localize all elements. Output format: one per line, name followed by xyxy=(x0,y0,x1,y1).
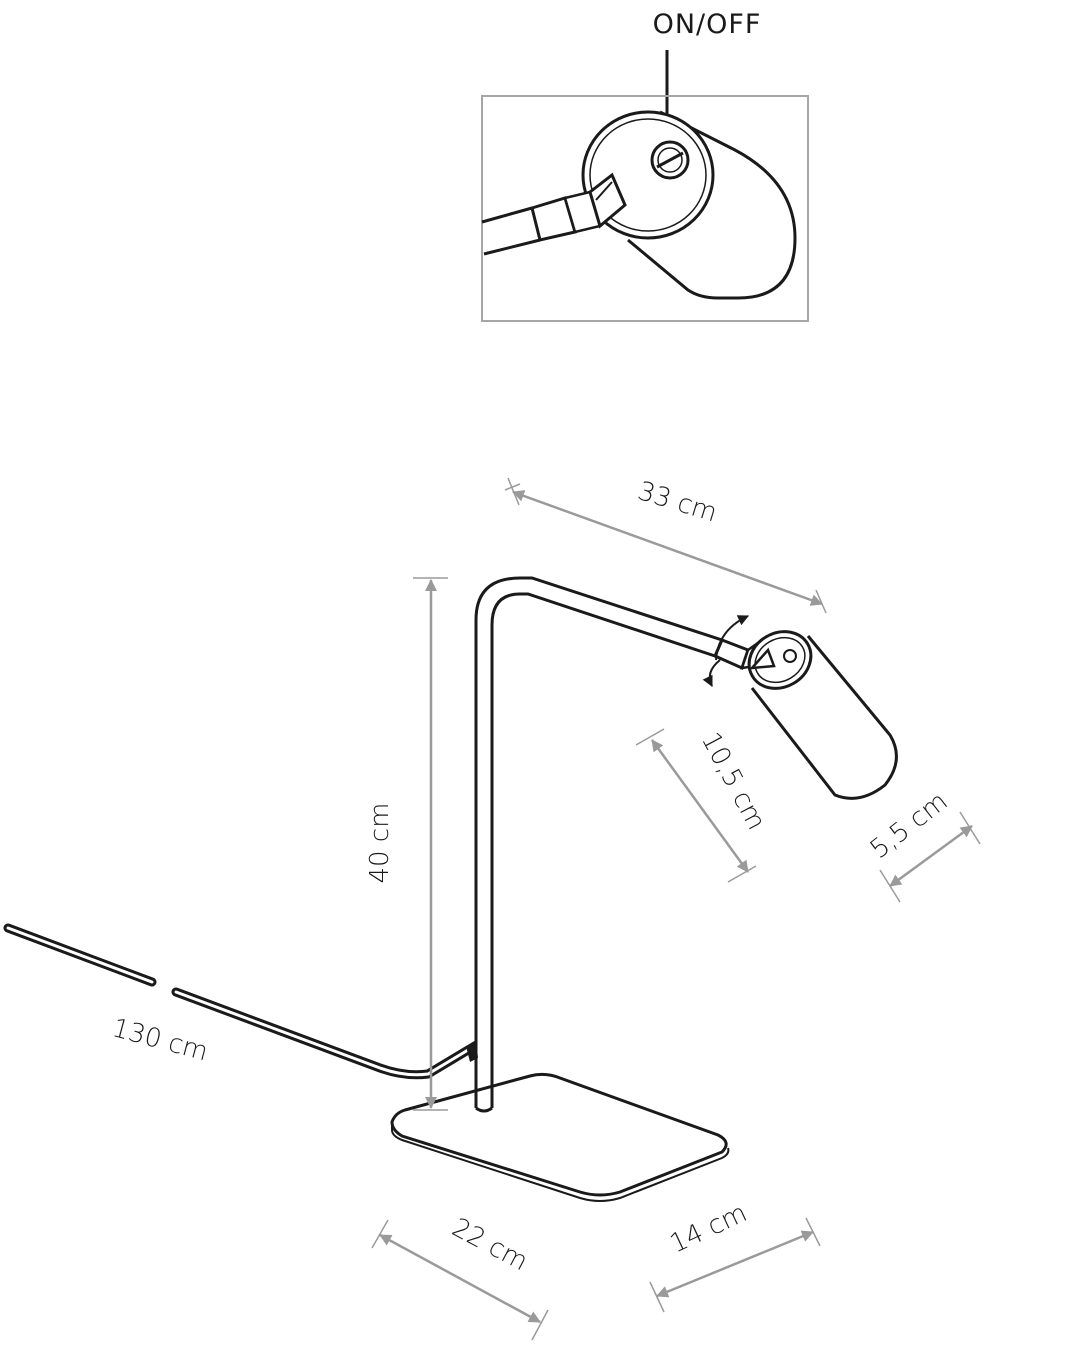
dim-arm-length xyxy=(504,477,827,614)
dim-shade-diameter xyxy=(879,811,981,903)
dim-shade-length xyxy=(635,728,757,883)
label-shade-length: 10,5 cm xyxy=(695,728,771,835)
lamp-drawing xyxy=(3,576,898,1202)
on-off-label: ON/OFF xyxy=(653,9,762,40)
detail-lamp-head xyxy=(627,110,797,300)
switch-detail: ON/OFF xyxy=(481,9,809,322)
label-height: 40 cm xyxy=(365,803,395,884)
dim-height xyxy=(413,577,448,1111)
lamp-shade xyxy=(747,630,898,800)
lamp-base xyxy=(390,1072,730,1202)
label-base-width: 14 cm xyxy=(666,1198,752,1259)
detail-switch-knob xyxy=(650,140,690,180)
detail-arm xyxy=(481,172,627,256)
dim-base-width xyxy=(649,1217,821,1313)
label-arm-length: 33 cm xyxy=(634,476,720,528)
dim-base-length xyxy=(371,1219,549,1341)
power-cable xyxy=(3,923,478,1080)
label-shade-diameter: 5,5 cm xyxy=(865,786,954,865)
detail-frame xyxy=(481,95,809,322)
lamp-stem xyxy=(474,576,723,1113)
dimension-lines xyxy=(371,477,981,1341)
label-cable-length: 130 cm xyxy=(109,1013,211,1067)
label-base-length: 22 cm xyxy=(447,1213,533,1278)
rotation-arrows xyxy=(702,615,749,687)
